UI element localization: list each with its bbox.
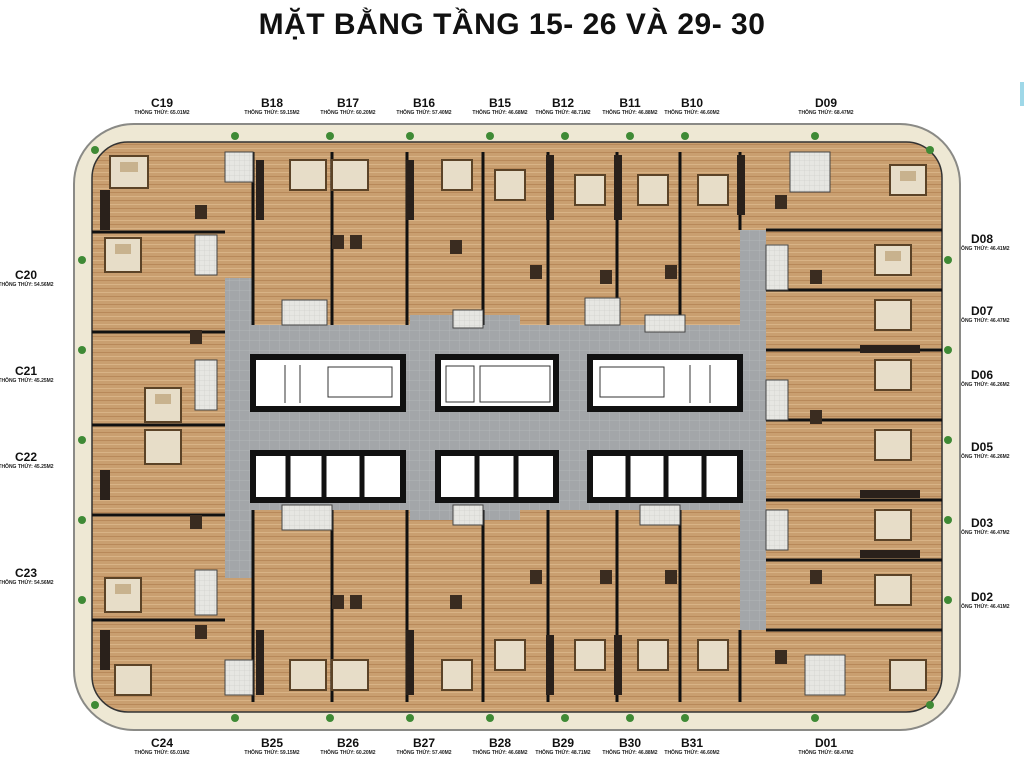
unit-code: D01 — [814, 736, 837, 750]
unit-code: C24 — [150, 736, 173, 750]
unit-area: THÔNG THỦY: 48.71M2 — [535, 110, 591, 116]
unit-area: THÔNG THỦY: 46.26M2 — [954, 382, 1010, 388]
unit-code: C20 — [14, 268, 37, 282]
unit-code: B15 — [488, 96, 511, 110]
unit-code: B12 — [551, 96, 574, 110]
page-title: MẶT BẰNG TẦNG 15- 26 VÀ 29- 30 — [258, 8, 766, 41]
bathrooms — [194, 151, 846, 696]
floor-plan — [73, 123, 961, 731]
unit-code: B16 — [412, 96, 435, 110]
unit-code: B31 — [680, 736, 703, 750]
unit-code: D08 — [970, 232, 993, 246]
unit-area: THÔNG THỦY: 59.15M2 — [244, 110, 300, 116]
unit-code: D05 — [970, 440, 993, 454]
unit-area: THÔNG THỦY: 45.25M2 — [0, 464, 54, 470]
unit-area: THÔNG THỦY: 60.20M2 — [320, 110, 376, 116]
unit-area: THÔNG THỦY: 57.40M2 — [396, 110, 452, 116]
unit-code: C19 — [150, 96, 173, 110]
unit-area: THÔNG THỦY: 46.88M2 — [602, 110, 658, 116]
bed-pillows — [115, 162, 916, 594]
unit-code: B25 — [260, 736, 283, 750]
unit-area: THÔNG THỦY: 46.41M2 — [954, 246, 1010, 252]
unit-area: THÔNG THỦY: 46.68M2 — [472, 750, 528, 756]
unit-area: THÔNG THỦY: 46.60M2 — [664, 750, 720, 756]
unit-code: C23 — [14, 566, 37, 580]
core-upper-details — [284, 365, 711, 403]
unit-code: D02 — [970, 590, 993, 604]
unit-area: THÔNG THỦY: 65.01M2 — [134, 110, 190, 116]
west-walls — [92, 230, 225, 622]
unit-area: THÔNG THỦY: 68.47M2 — [798, 750, 854, 756]
page-edge-mark — [1020, 82, 1024, 106]
unit-code: B28 — [488, 736, 511, 750]
unit-code: C22 — [14, 450, 37, 464]
unit-area: THÔNG THỦY: 48.71M2 — [535, 750, 591, 756]
unit-code: B29 — [551, 736, 574, 750]
unit-code: D06 — [970, 368, 993, 382]
garden-trees — [78, 132, 952, 722]
unit-area: THÔNG THỦY: 65.01M2 — [134, 750, 190, 756]
unit-area: THÔNG THỦY: 59.15M2 — [244, 750, 300, 756]
dining-tables — [190, 195, 822, 664]
unit-code: B11 — [619, 96, 641, 110]
east-walls — [766, 228, 942, 632]
unit-code: B10 — [680, 96, 703, 110]
core-upper — [250, 354, 743, 412]
unit-code: B26 — [336, 736, 359, 750]
unit-area: THÔNG THỦY: 54.56M2 — [0, 580, 54, 586]
unit-code: D09 — [814, 96, 837, 110]
unit-area: THÔNG THỦY: 46.41M2 — [954, 604, 1010, 610]
unit-area: THÔNG THỦY: 57.40M2 — [396, 750, 452, 756]
unit-code: B27 — [412, 736, 435, 750]
unit-code: D03 — [970, 516, 993, 530]
unit-code: B17 — [336, 96, 359, 110]
unit-area: THÔNG THỦY: 68.47M2 — [798, 110, 854, 116]
unit-area: THÔNG THỦY: 46.88M2 — [602, 750, 658, 756]
unit-area: THÔNG THỦY: 46.26M2 — [954, 454, 1010, 460]
unit-code: D07 — [970, 304, 993, 318]
unit-code: B18 — [260, 96, 283, 110]
unit-area: THÔNG THỦY: 46.68M2 — [472, 110, 528, 116]
unit-area: THÔNG THỦY: 54.56M2 — [0, 282, 54, 288]
unit-code: B30 — [618, 736, 641, 750]
unit-code: C21 — [14, 364, 37, 378]
elevator-dividers — [285, 453, 707, 500]
cabinets — [100, 155, 920, 695]
unit-area: THÔNG THỦY: 46.60M2 — [664, 110, 720, 116]
unit-area: THÔNG THỦY: 46.47M2 — [954, 318, 1010, 324]
unit-area: THÔNG THỦY: 60.20M2 — [320, 750, 376, 756]
unit-area: THÔNG THỦY: 45.25M2 — [0, 378, 54, 384]
unit-area: THÔNG THỦY: 46.47M2 — [954, 530, 1010, 536]
